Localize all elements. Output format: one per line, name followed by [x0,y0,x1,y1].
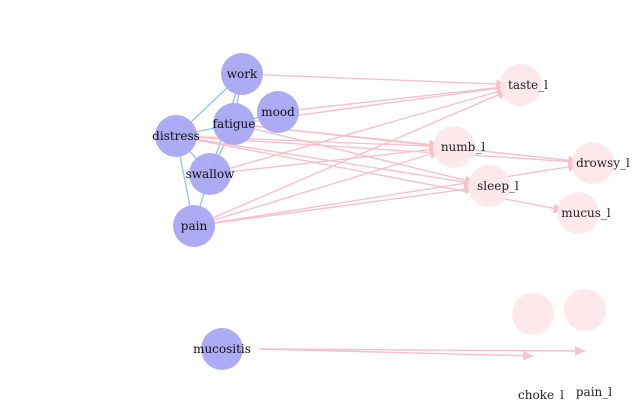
node-distress[interactable] [155,115,197,157]
node-sleep_l[interactable] [468,165,510,207]
node-layer [155,53,614,370]
edge-pain-drowsy_l [193,162,579,227]
edge-fatigue-drowsy_l [233,123,579,166]
node-numb_l[interactable] [433,126,475,168]
edge-mucositis-pain_l [259,346,586,356]
node-label-work: work [227,67,258,81]
node-pain[interactable] [173,205,215,247]
node-taste_l[interactable] [500,64,542,106]
edge-work-taste_l [241,73,507,89]
edge-pain-taste_l [193,90,508,227]
node-label-choke_l: choke_l [518,388,564,400]
node-pain_l[interactable] [564,289,606,331]
edge-pain-numb_l [193,149,440,227]
edge-fatigue-sleep_l [233,123,475,185]
node-label-swallow: swallow [186,167,235,181]
node-mucus_l[interactable] [557,192,599,234]
node-label-drowsy_l: drowsy_l [576,156,630,170]
node-label-mucositis: mucositis [193,342,251,356]
node-label-pain_l: pain_l [576,385,612,399]
edge-mucositis-choke_l [259,348,534,361]
edge-pain-sleep_l [193,184,475,227]
node-label-taste_l: taste_l [508,78,548,92]
node-label-mood: mood [261,105,295,119]
node-mucositis[interactable] [201,328,243,370]
edge-swallow-taste_l [209,87,507,175]
node-label-mucus_l: mucus_l [561,206,611,220]
node-label-numb_l: numb_l [441,140,486,154]
node-swallow[interactable] [189,153,231,195]
node-mood[interactable] [257,91,299,133]
node-fatigue[interactable] [213,103,255,145]
node-choke_l[interactable] [512,293,554,335]
node-drowsy_l[interactable] [572,142,614,184]
node-label-sleep_l: sleep_l [477,179,519,193]
edge-swallow-numb_l [209,144,440,175]
node-label-pain: pain [181,219,208,233]
node-label-distress: distress [152,129,200,143]
node-label-fatigue: fatigue [213,117,256,131]
node-work[interactable] [221,53,263,95]
edge-distress-sleep_l [175,135,475,187]
edge-mood-taste_l [277,82,507,113]
label-layer: work mood fatigue distress swallow pain mucosi… [152,67,630,400]
